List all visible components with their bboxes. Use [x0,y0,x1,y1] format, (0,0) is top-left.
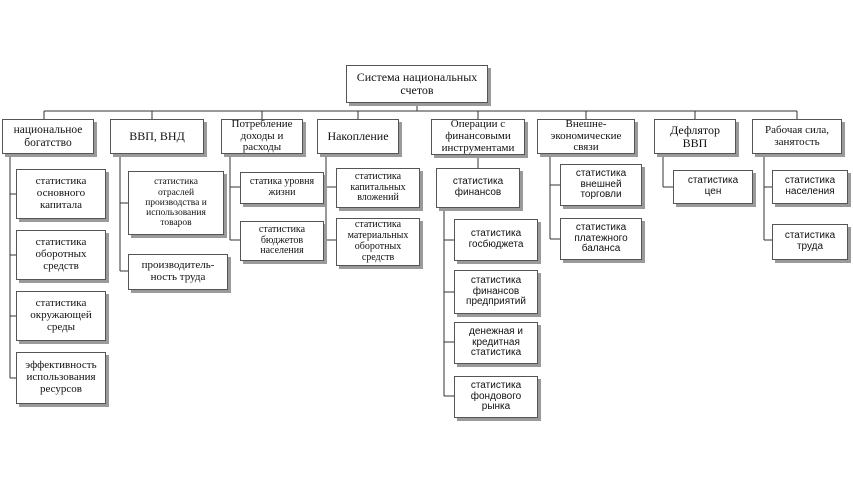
category-wealth: национальное богатство [2,119,94,154]
category-wealth-label: национальное богатство [13,124,83,149]
category-gdp: ВВП, ВНД [110,119,204,154]
item-label: статистика отраслей производства и испол… [145,177,207,229]
item-fixed-capital-stats: статистика основного капитала [16,169,106,219]
root-label: Система национальных счетов [356,70,478,97]
category-external: Внешне- экономические связи [537,119,635,154]
category-labor: Рабочая сила, занятость [752,119,842,154]
item-label: статистика населения [784,175,836,197]
item-label: статика уровня жизни [249,176,315,198]
item-label: статистика фондового рынка [470,379,522,413]
category-gdp-label: ВВП, ВНД [129,129,185,144]
item-label: статистика цен [687,175,739,197]
item-label: статистика капитальных вложений [350,170,406,204]
item-label: статистика внешней торговли [575,167,627,201]
category-finance-label: Операции с финансовыми инструментами [441,119,515,154]
item-label: денежная и кредитная статистика [469,325,523,359]
item-balance-of-payments-stats: статистика платежного баланса [560,218,642,260]
item-price-stats: статистика цен [673,170,753,204]
item-label: статистика основного капитала [35,175,87,211]
item-label: производитель- ность труда [141,259,215,283]
category-consumption-label: Потребление доходы и расходы [231,119,293,154]
item-industry-stats: статистика отраслей производства и испол… [128,171,224,235]
category-accumulation-label: Накопление [327,129,389,144]
item-capital-investment-stats: статистика капитальных вложений [336,168,420,208]
item-label: эффективность использования ресурсов [25,359,97,395]
item-foreign-trade-stats: статистика внешней торговли [560,164,642,206]
item-label: статистика платежного баланса [574,221,628,255]
item-environment-stats: статистика окружающей среды [16,291,106,341]
category-deflator: Дефлятор ВВП [654,119,736,154]
item-label: статистика материальных оборотных средст… [347,219,409,263]
root-node: Система национальных счетов [346,65,488,103]
item-population-stats: статистика населения [772,170,848,204]
category-finance: Операции с финансовыми инструментами [431,119,525,155]
category-external-label: Внешне- экономические связи [550,119,622,154]
item-enterprise-finance-stats: статистика финансов предприятий [454,270,538,314]
item-label: статистика финансов [452,176,504,198]
item-labor-productivity: производитель- ность труда [128,254,228,290]
category-labor-label: Рабочая сила, занятость [765,123,829,148]
item-monetary-credit-stats: денежная и кредитная статистика [454,322,538,364]
item-stock-market-stats: статистика фондового рынка [454,376,538,418]
item-living-standard-stats: статика уровня жизни [240,172,324,204]
item-working-capital-stats: статистика оборотных средств [16,230,106,280]
item-finance-stats: статистика финансов [436,168,520,208]
item-household-budget-stats: статистика бюджетов населения [240,221,324,261]
item-label: статистика финансов предприятий [466,274,526,308]
item-label: статистика госбюджета [468,228,524,250]
item-state-budget-stats: статистика госбюджета [454,219,538,261]
item-label: статистика труда [784,230,836,252]
category-deflator-label: Дефлятор ВВП [670,122,720,150]
item-label: статистика окружающей среды [30,297,92,333]
item-material-current-assets-stats: статистика материальных оборотных средст… [336,218,420,266]
item-resource-efficiency: эффективность использования ресурсов [16,352,106,404]
item-label: статистика бюджетов населения [258,223,306,257]
category-accumulation: Накопление [317,119,399,154]
item-labor-stats: статистика труда [772,224,848,260]
category-consumption: Потребление доходы и расходы [221,119,303,154]
item-label: статистика оборотных средств [35,236,87,272]
